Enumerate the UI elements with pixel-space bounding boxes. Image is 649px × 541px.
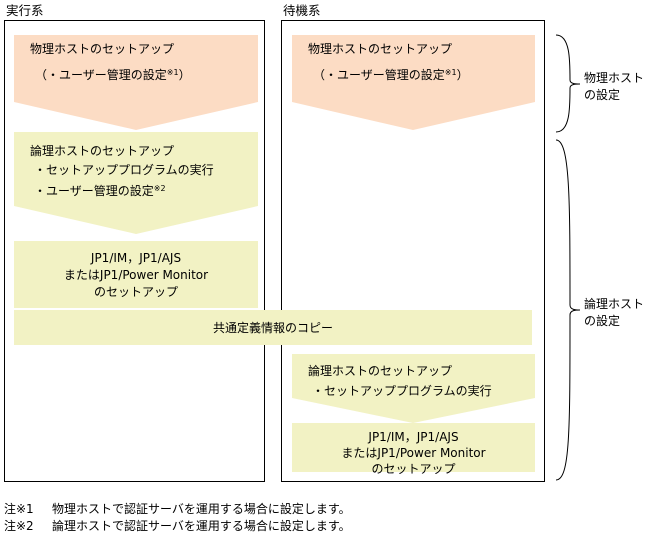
active-physical-setup-title: 物理ホストのセットアップ	[30, 42, 175, 56]
logical-bracket-label-1: 論理ホスト	[584, 297, 645, 311]
active-logical-setup-line1: ・セットアッププログラムの実行	[34, 163, 214, 177]
active-product-setup-line3: のセットアップ	[93, 285, 178, 299]
footnote-2: 注※2 論理ホストで認証サーバを運用する場合に設定します。	[4, 519, 351, 534]
active-physical-setup-sub: （・ユーザー管理の設定※1）	[35, 68, 191, 82]
standby-product-setup-line1: JP1/IM，JP1/AJS	[368, 430, 459, 444]
footnote-2-text: 論理ホストで認証サーバを運用する場合に設定します。	[52, 519, 351, 533]
standby-product-setup-line3: のセットアップ	[371, 462, 456, 476]
standby-column-label: 待機系	[283, 3, 321, 18]
physical-brace	[555, 34, 581, 133]
footnote-mark-2: ※2	[153, 184, 166, 193]
active-product-setup-shape	[14, 241, 258, 308]
standby-logical-setup-shape	[292, 354, 535, 423]
footnote-2-mark: 注※2	[4, 519, 34, 533]
logical-brace	[555, 139, 581, 481]
active-logical-setup-shape	[14, 132, 258, 234]
standby-logical-setup-title: 論理ホストのセットアップ	[308, 364, 453, 378]
common-copy-shape	[14, 310, 532, 345]
footnote-1: 注※1 物理ホストで認証サーバを運用する場合に設定します。	[4, 502, 351, 517]
standby-physical-setup-title: 物理ホストのセットアップ	[308, 42, 453, 56]
standby-product-setup-shape	[292, 423, 535, 472]
logical-bracket-label-2: の設定	[584, 314, 621, 328]
footnote-1-text: 物理ホストで認証サーバを運用する場合に設定します。	[52, 502, 351, 516]
active-product-setup-line2: またはJP1/Power Monitor	[63, 268, 209, 282]
active-logical-setup-title: 論理ホストのセットアップ	[30, 144, 175, 158]
active-column-frame	[4, 20, 265, 482]
standby-product-setup-line2: またはJP1/Power Monitor	[341, 446, 486, 460]
footnote-1-mark: 注※1	[4, 502, 34, 516]
footnote-mark-1: ※1	[444, 68, 457, 77]
footnote-mark-1: ※1	[166, 68, 179, 77]
standby-column-frame	[281, 20, 545, 482]
active-product-setup-line1: JP1/IM，JP1/AJS	[90, 251, 182, 265]
standby-physical-setup-sub: （・ユーザー管理の設定※1）	[313, 68, 469, 82]
physical-bracket-label-2: の設定	[584, 88, 621, 102]
standby-physical-setup-shape	[292, 35, 535, 130]
common-copy-label: 共通定義情報のコピー	[212, 321, 333, 335]
active-physical-setup-shape	[14, 35, 258, 130]
active-column-label: 実行系	[6, 3, 44, 18]
physical-bracket-label-1: 物理ホスト	[584, 71, 645, 85]
active-logical-setup-line2: ・ユーザー管理の設定※2	[34, 184, 166, 198]
standby-logical-setup-line1: ・セットアッププログラムの実行	[312, 384, 492, 398]
